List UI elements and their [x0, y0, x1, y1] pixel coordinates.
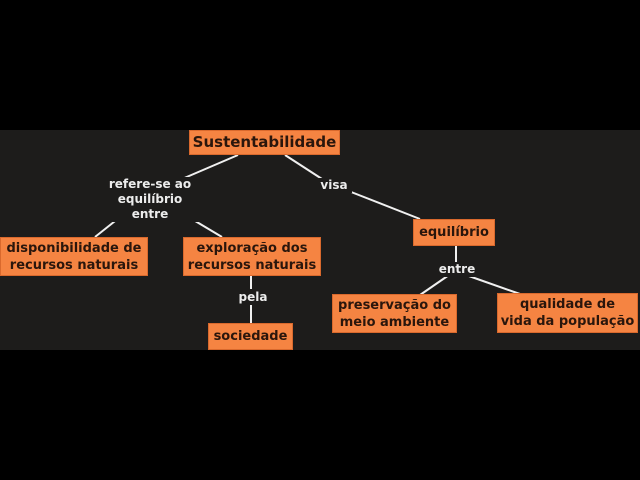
node-exploracao[interactable]: exploração dos recursos naturais [183, 237, 321, 276]
line-root-to-visa [284, 154, 323, 180]
link-label-entre: entre [434, 262, 480, 277]
node-qualidade[interactable]: qualidade de vida da população [497, 293, 638, 333]
node-disponibilidade[interactable]: disponibilidade de recursos naturais [0, 237, 148, 276]
link-label-refere: refere-se ao equilíbrio entre [96, 177, 204, 222]
node-equilibrio[interactable]: equilíbrio [413, 219, 495, 246]
line-entre-to-preservacao [419, 274, 450, 296]
line-entre-to-qualidade [465, 274, 521, 295]
node-sociedade[interactable]: sociedade [208, 323, 293, 350]
line-root-to-refere [181, 154, 239, 180]
node-sustentabilidade[interactable]: Sustentabilidade [189, 130, 340, 155]
line-visa-to-equilibrio [345, 189, 421, 220]
link-label-visa: visa [316, 178, 352, 193]
link-label-pela: pela [233, 290, 273, 305]
node-preservacao[interactable]: preservação do meio ambiente [332, 294, 457, 333]
